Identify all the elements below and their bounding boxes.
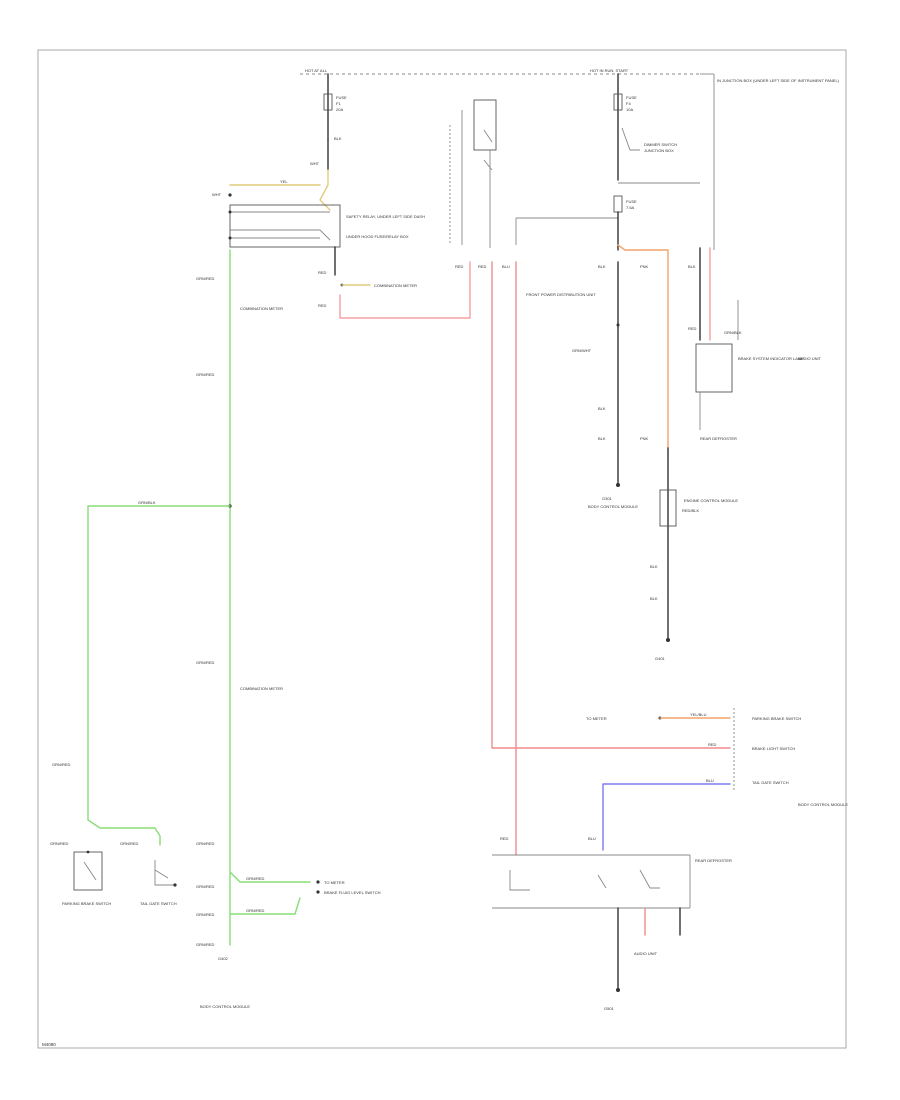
parking-brake-label: PARKING BRAKE SWITCH xyxy=(62,901,111,906)
power-distribution-unit: ENGINE CONTROL MODULE RED/BLK BLK BLK G4… xyxy=(650,447,738,661)
orange-wire: PNK PNK xyxy=(617,244,669,449)
junction-note: JUNCTION BOX xyxy=(644,148,674,153)
wire-blk-mid-2: BLK xyxy=(598,436,606,441)
wire-red-right-2: RED xyxy=(688,326,697,331)
wire-blk-label-1: BLK xyxy=(334,136,342,141)
wire-yelblu-label: YEL/BLU xyxy=(690,712,707,717)
to-meter-left: TO METER xyxy=(324,880,345,885)
chassis-bottom-left: BODY CONTROL MODULE xyxy=(200,1004,250,1009)
combination-meter-left-2: COMBINATION METER xyxy=(240,686,283,691)
fuse-c-label: FUSE xyxy=(626,199,637,204)
right-fuse-column: FUSE F4 10A DIMMER SWITCH JUNCTION BOX F… xyxy=(515,73,700,269)
audio-label: AUDIO UNIT xyxy=(798,356,822,361)
wire-red-label-2: COMBINATION METER xyxy=(374,283,417,288)
wire-grn-center-3: BLU xyxy=(502,264,510,269)
hot-at-all-label: HOT AT ALL xyxy=(305,68,328,73)
fuse-right-amp: 10A xyxy=(626,107,633,112)
top-power-rails: HOT AT ALL HOT IN RUN, START IN JUNCTION… xyxy=(300,68,840,250)
left-fuse-column: FUSE F1 20A BLK WHT YEL WHT xyxy=(212,73,347,211)
connector-label-2: BRAKE LIGHT SWITCH xyxy=(752,746,795,751)
hot-in-run-label: HOT IN RUN, START xyxy=(590,68,629,73)
wire-grn-bus-2: GRN/RED xyxy=(246,908,265,913)
wire-blk-pdu-1: BLK xyxy=(650,564,658,569)
diagram-frame xyxy=(37,49,847,1049)
right-connector-area: TO METER YEL/BLU PARKING BRAKE SWITCH BR… xyxy=(586,708,848,851)
combination-meter-left-1: COMBINATION METER xyxy=(240,306,283,311)
wire-grn-bus-1: GRN/RED xyxy=(246,876,265,881)
ground-c1-label: G301 xyxy=(602,496,613,501)
tail-gate-switch: TAIL GATE SWITCH GRN/RED xyxy=(120,841,177,906)
wire-pnk-label-2: PNK xyxy=(640,436,649,441)
wire-redblk-label: RED/BLK xyxy=(682,508,699,513)
relay-box-note: UNDER HOOD FUSE/RELAY BOX xyxy=(346,234,409,239)
fuse-left-amp: 20A xyxy=(336,107,343,112)
left-bus-connectors: GRN/RED GRN/RED GRN/RED GRN/RED TO METER… xyxy=(196,871,381,1009)
connector-label-3: TAIL GATE SWITCH xyxy=(752,780,789,785)
fuse-right-label: FUSE xyxy=(626,95,637,100)
rear-motor-label: REAR DEFROSTER xyxy=(700,436,737,441)
center-switch: RED RED BLU xyxy=(449,99,510,269)
wire-red-label-3: RED xyxy=(318,303,327,308)
wire-grn-left-1: GRN/RED xyxy=(196,276,215,281)
fuse-left-label: FUSE xyxy=(336,95,347,100)
right-center-stack: FRONT POWER DISTRIBUTION UNIT GRN/WHT BL… xyxy=(526,261,638,509)
wire-grn-bus-5: GRN/RED xyxy=(196,942,215,947)
ground-bottom-label: G402 xyxy=(218,956,229,961)
wire-grnblk-right: GRN/BLK xyxy=(724,330,742,335)
left-green-bus: GRN/RED COMBINATION METER GRN/RED GRN/BL… xyxy=(52,249,283,946)
wire-blk-right-1: BLK xyxy=(598,264,606,269)
wire-wht-label-2: WHT xyxy=(212,192,222,197)
fuse-c-amp: 7.5A xyxy=(626,205,635,210)
wire-grn-left-4: GRN/RED xyxy=(52,762,71,767)
wire-blk-right-2: BLK xyxy=(688,264,696,269)
chassis-ctrl-label: BODY CONTROL MODULE xyxy=(588,504,638,509)
red-wire-relay-output: RED COMBINATION METER RED xyxy=(318,246,471,319)
wire-grn-sw-2: GRN/RED xyxy=(120,841,139,846)
safety-relay: SAFETY RELAY, UNDER LEFT SIDE DASH UNDER… xyxy=(228,204,425,248)
rear-motor-block: REAR DEFROSTER RED BLU AUDIO UNIT G501 xyxy=(492,836,732,1011)
fuse-left-id: F1 xyxy=(336,101,341,106)
wire-grn-bus-3: GRN/RED xyxy=(196,884,215,889)
wire-blk-mid-1: BLK xyxy=(598,406,606,411)
front-unit-label: FRONT POWER DISTRIBUTION UNIT xyxy=(526,292,596,297)
wire-grn-left-2: GRN/RED xyxy=(196,372,215,377)
wire-grn-left-3: GRN/RED xyxy=(196,660,215,665)
parking-brake-switch: PARKING BRAKE SWITCH GRN/RED xyxy=(50,841,111,906)
red-wire-center: RED xyxy=(491,261,731,856)
smart-module-label: BRAKE FLUID LEVEL SWITCH xyxy=(324,890,381,895)
wire-grnwht-mid: GRN/WHT xyxy=(572,348,592,353)
connector-label-1: PARKING BRAKE SWITCH xyxy=(752,716,801,721)
wire-grn-sw-1: GRN/RED xyxy=(50,841,69,846)
wire-blu-label: BLU xyxy=(706,778,714,783)
chassis-bottom-label: BODY CONTROL MODULE xyxy=(798,802,848,807)
wire-grn-center-2: RED xyxy=(478,264,487,269)
brake-indicator-block: BLK RED GRN/BLK BRAKE SYSTEM INDICATOR L… xyxy=(688,247,822,441)
wire-grnblk-left: GRN/BLK xyxy=(138,500,156,505)
relay-label: BRAKE SYSTEM INDICATOR LAMP xyxy=(738,356,804,361)
wire-pnk-label: PNK xyxy=(640,264,649,269)
to-meter-label: TO METER xyxy=(586,716,607,721)
ground-c3-label: G501 xyxy=(604,1006,615,1011)
safety-relay-label: SAFETY RELAY, UNDER LEFT SIDE DASH xyxy=(346,214,425,219)
wire-blu-bottom: BLU xyxy=(588,836,596,841)
wire-grn-center-1: RED xyxy=(455,264,464,269)
fuse-right-id: F4 xyxy=(626,101,631,106)
note-top-right: IN JUNCTION BOX (UNDER LEFT SIDE OF INST… xyxy=(717,78,840,83)
wire-red-label-1: RED xyxy=(318,270,327,275)
ground-c2-label: G401 xyxy=(655,656,666,661)
engine-ctrl-label: ENGINE CONTROL MODULE xyxy=(684,498,738,503)
wire-red-label-4: RED xyxy=(708,742,717,747)
rear-motor-name: REAR DEFROSTER xyxy=(695,858,732,863)
dim-switch-label: DIMMER SWITCH xyxy=(644,142,677,147)
wire-red-bottom: RED xyxy=(500,836,509,841)
audio-bottom-label: AUDIO UNIT xyxy=(634,951,658,956)
wire-yel-label: YEL xyxy=(280,179,288,184)
tail-gate-label: TAIL GATE SWITCH xyxy=(140,901,177,906)
footer-code: M4080 xyxy=(42,1042,56,1047)
wire-blk-pdu-2: BLK xyxy=(650,596,658,601)
wire-wht-label-1: WHT xyxy=(310,161,320,166)
wire-grn-left-5: GRN/RED xyxy=(196,841,215,846)
wire-grn-bus-4: GRN/RED xyxy=(196,912,215,917)
